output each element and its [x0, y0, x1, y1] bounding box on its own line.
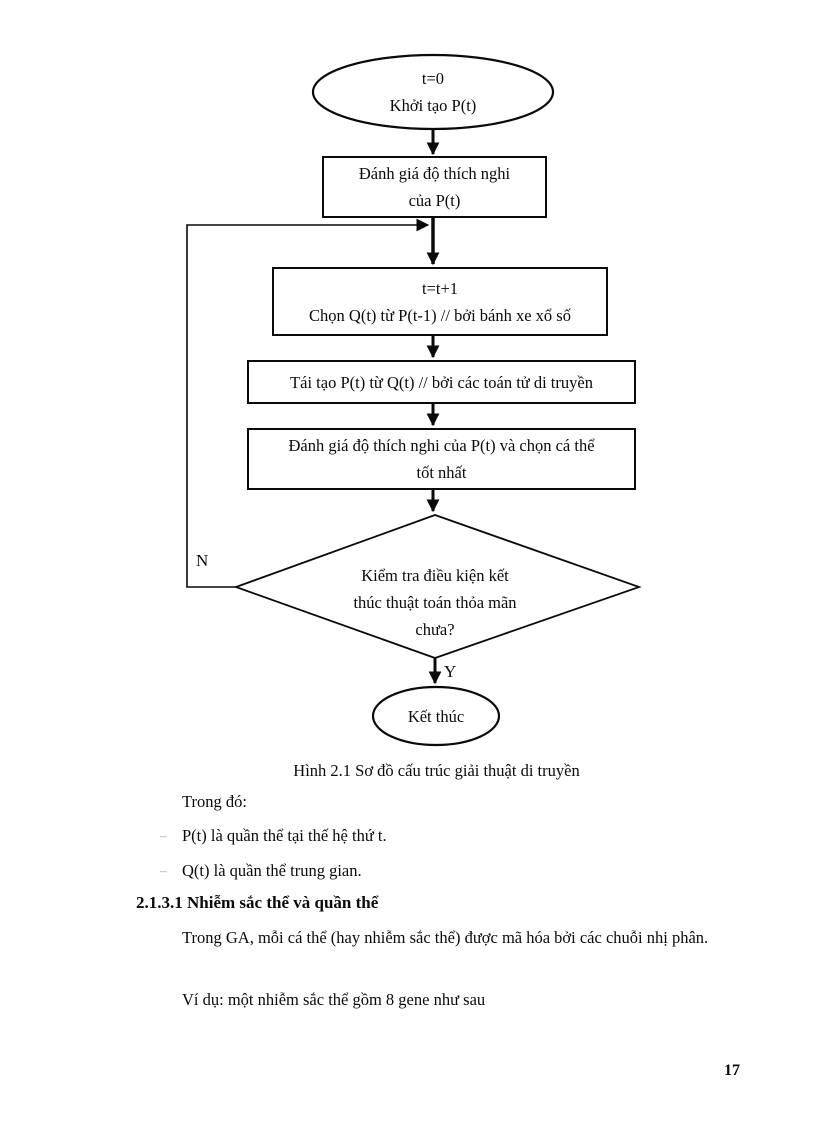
recombine-node-shape	[247, 360, 636, 404]
start-node-shape	[311, 53, 555, 131]
flowchart-diagram	[186, 53, 642, 747]
evaluate-initial-node-label: Đánh giá độ thích nghi của P(t)	[358, 164, 511, 210]
bullet-text: P(t) là quần thể tại thế hệ thứ t.	[182, 826, 387, 845]
lead-in-text: Trong đó:	[182, 792, 247, 811]
end-node-label: Kết thúc	[407, 706, 465, 726]
start-node-label: t=0 Khởi tạo P(t)	[389, 69, 477, 115]
recombine-node-label: Tái tạo P(t) từ Q(t) // bởi các toán tử …	[290, 372, 593, 392]
section-heading: 2.1.3.1 Nhiễm sắc thể và quần thể	[136, 893, 379, 912]
branch-label-yes: Y	[444, 662, 457, 681]
page-number: 17	[724, 1062, 740, 1079]
branch-label-no: N	[196, 551, 209, 570]
bullet-item: –Q(t) là quần thể trung gian.	[160, 861, 362, 881]
bullet-dash-icon: –	[160, 863, 167, 878]
select-node-shape	[272, 267, 608, 336]
decision-node-label: Kiểm tra điều kiện kết thúc thuật toán t…	[353, 566, 517, 639]
example-line: Ví dụ: một nhiễm sắc thể gồm 8 gene như …	[182, 990, 486, 1009]
bullet-text: Q(t) là quần thể trung gian.	[182, 861, 362, 880]
evaluate-best-node-label: Đánh giá độ thích nghi của P(t) và chọn …	[288, 436, 595, 482]
bullet-dash-icon: –	[160, 828, 167, 843]
decision-diamond-shape	[233, 514, 642, 659]
evaluate-initial-node-shape	[322, 156, 547, 218]
evaluate-best-node-shape	[247, 428, 636, 490]
figure-caption: Hình 2.1 Sơ đồ cấu trúc giải thuật di tr…	[293, 761, 580, 780]
end-node-shape	[371, 685, 501, 747]
feedback-loop-connector	[186, 218, 430, 588]
select-node-label: t=t+1 Chọn Q(t) từ P(t-1) // bởi bánh xe…	[309, 278, 571, 325]
body-paragraph: Trong GA, mỗi cá thể (hay nhiễm sắc thể)…	[182, 928, 709, 947]
bullet-item: –P(t) là quần thể tại thế hệ thứ t.	[160, 826, 387, 846]
